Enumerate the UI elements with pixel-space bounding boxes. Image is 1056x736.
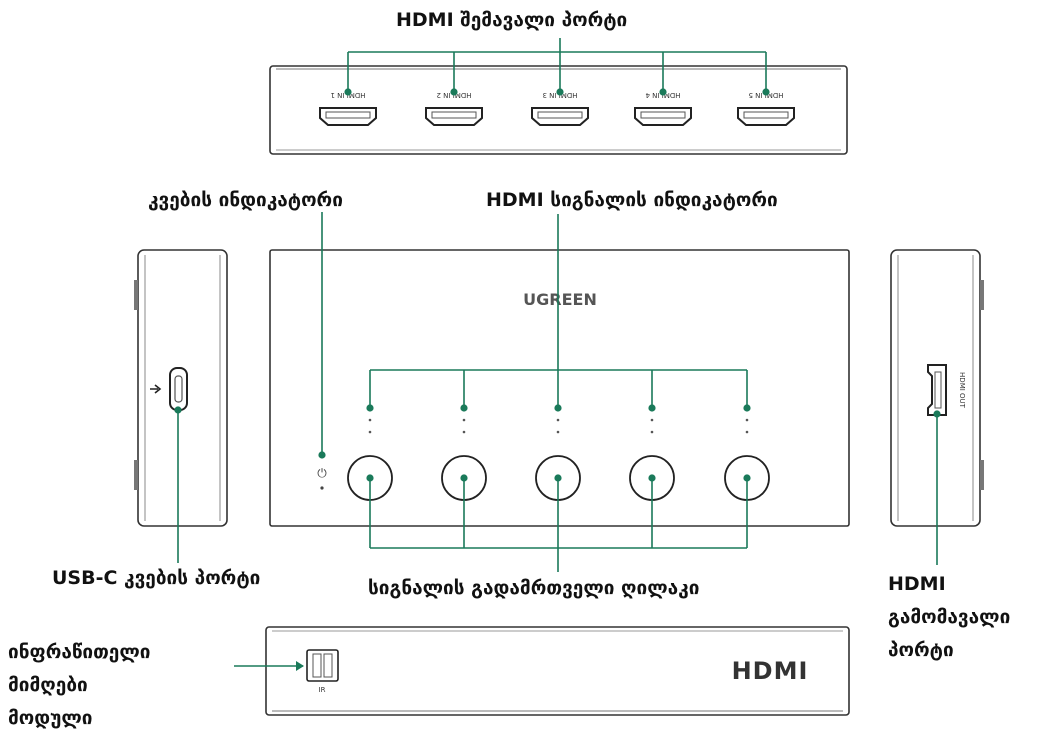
ir-receiver-label-line-3: მოდული	[8, 707, 93, 729]
power-icon: ⏻	[317, 466, 327, 480]
power-led	[320, 486, 324, 490]
back-panel: IR HDMI	[265, 626, 850, 716]
back-panel-body	[265, 626, 850, 716]
ir-window	[306, 649, 339, 682]
ir-receiver-label-line-2: მიმღები	[8, 674, 88, 696]
hdmi-output-callout	[933, 410, 941, 565]
hdmi-input-ports-label: HDMI შემავალი პორტი	[396, 9, 628, 31]
ir-label: IR	[319, 686, 326, 694]
usbc-callout	[174, 406, 182, 563]
ir-receiver-callout	[234, 661, 304, 671]
usbc-arrow-icon	[150, 384, 162, 394]
power-indicator-callout	[318, 212, 326, 459]
hdmi-signal-indicator-label: HDMI სიგნალის ინდიკატორი	[486, 189, 778, 211]
brand-logo: UGREEN	[523, 290, 597, 309]
power-indicator-label: კვების ინდიკატორი	[148, 189, 343, 211]
left-side-panel	[134, 249, 228, 527]
hdmi-output-port-label-line-1: HDMI	[888, 573, 946, 595]
signal-led-marks	[368, 418, 749, 434]
switch-button-callout	[366, 474, 751, 572]
hdmi-output-port-label-block: HDMI გამომავალი პორტი	[888, 568, 1010, 667]
hdmi-output-port-label: HDMI OUT	[958, 372, 966, 409]
signal-indicator-callout	[366, 214, 751, 412]
right-side-panel: HDMI OUT	[890, 249, 984, 527]
front-panel-body	[269, 249, 850, 527]
hdmi-logo: HDMI	[732, 657, 809, 685]
hdmi-output-port-label-line-3: პორტი	[888, 639, 954, 661]
signal-switch-button-label: სიგნალის გადამრთველი ღილაკი	[368, 577, 700, 599]
usbc-port	[169, 367, 188, 411]
ir-receiver-label-block: ინფრაწითელი მიმღები მოდული	[8, 636, 150, 735]
input-ports-callout	[344, 38, 770, 96]
hdmi-output-port-label-line-2: გამომავალი	[888, 606, 1011, 628]
ir-receiver-label-line-1: ინფრაწითელი	[8, 641, 151, 663]
front-panel: UGREEN ⏻	[269, 249, 850, 527]
usbc-power-port-label: USB-C კვების პორტი	[52, 567, 261, 589]
